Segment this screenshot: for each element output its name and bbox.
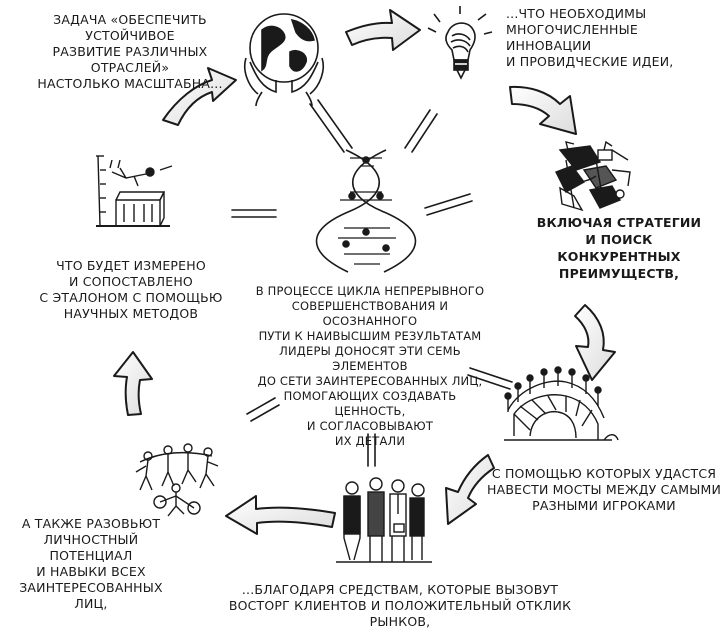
cycle-arrow-3 (509, 85, 577, 135)
caption-strategy: Включая стратегии и поиск конкурентных п… (536, 215, 702, 281)
strategy-pieces-icon (555, 140, 631, 212)
dna-helix-icon (315, 149, 417, 273)
caption-bottom-left: а также разовьют личностный потенциал и … (19, 516, 163, 611)
cycle-arrow-6 (225, 495, 336, 535)
caption-bottom: ...благодаря средствам, которые вызовут … (228, 582, 572, 629)
high-jump-measure-icon (96, 155, 173, 227)
cycle-arrow-5 (445, 454, 495, 525)
globe-in-hands-icon (243, 13, 325, 107)
connector-lines (231, 99, 513, 467)
caption-top-right: ...что необходимы многочисленные инновац… (506, 6, 674, 69)
caption-left: что будет измерено и сопоставлено с этал… (39, 258, 223, 321)
caption-center: В процессе цикла непрерывного совершенст… (255, 284, 485, 448)
caption-bridges: с помощью которых удастся навести мосты … (486, 466, 722, 513)
lightbulb-icon (427, 6, 493, 80)
cycle-arrow-4 (574, 304, 616, 381)
caption-top-left: Задача «обеспечить устойчивое развитие р… (37, 12, 223, 91)
cycle-arrow-2 (345, 9, 421, 51)
bridge-with-people-icon (504, 366, 619, 441)
cycle-arrow-1 (162, 67, 237, 126)
business-people-icon (336, 477, 432, 563)
cycle-arrow-7 (113, 351, 153, 416)
dancing-people-icon (135, 443, 219, 517)
